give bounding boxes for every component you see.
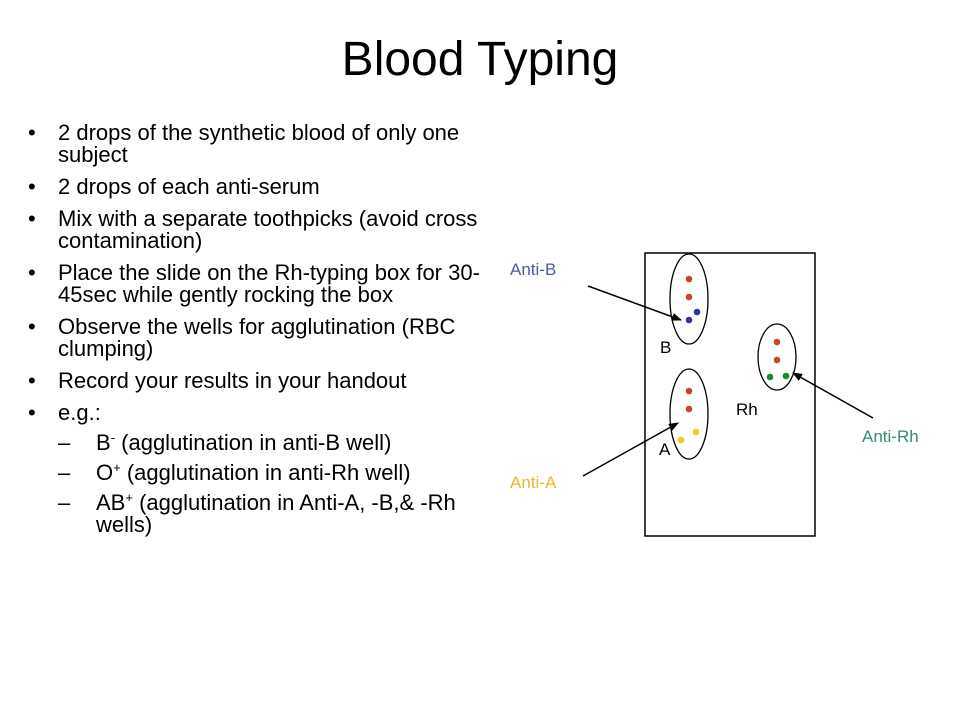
blood-drop-dot [685, 293, 693, 301]
blood-type: B [96, 430, 111, 455]
bullet-item: 2 drops of the synthetic blood of only o… [28, 122, 518, 166]
bullet-item: Observe the wells for agglutination (RBC… [28, 316, 518, 360]
bullet-item: Record your results in your handout [28, 370, 518, 393]
example-item: O+ (agglutination in anti-Rh well) [58, 460, 518, 485]
anti-b-label: Anti-B [510, 260, 556, 279]
example-note: (agglutination in anti-B well) [115, 430, 392, 455]
example-note: (agglutination in anti-Rh well) [120, 460, 411, 485]
example-note: (agglutination in Anti-A, -B,& -Rh wells… [96, 490, 456, 537]
anti-rh-label: Anti-Rh [862, 427, 919, 446]
example-item: B- (agglutination in anti-B well) [58, 430, 518, 455]
example-list: B- (agglutination in anti-B well) O+ (ag… [58, 430, 518, 537]
well-b-oval [669, 253, 709, 345]
examples-label: e.g.: [58, 400, 101, 425]
anti-b-drop-dot [685, 316, 693, 324]
rh-sign: - [110, 430, 116, 445]
blood-drop-dot [685, 405, 693, 413]
bullet-item-examples: e.g.: B- (agglutination in anti-B well) … [28, 402, 518, 536]
blood-drop-dot [773, 338, 781, 346]
anti-b-arrow [587, 285, 682, 321]
blood-type: AB [96, 490, 126, 515]
anti-rh-drop-dot [782, 372, 790, 380]
slide-title: Blood Typing [341, 33, 619, 86]
slide-rectangle [644, 252, 816, 537]
anti-a-label: Anti-A [510, 473, 557, 492]
anti-rh-arrow [792, 372, 874, 419]
anti-a-drop-dot [677, 436, 685, 444]
well-rh-oval [757, 323, 797, 391]
well-a-label: A [659, 440, 671, 459]
blood-drop-dot [773, 356, 781, 364]
anti-a-arrow [582, 422, 679, 477]
blood-type: O [96, 460, 114, 485]
example-item: AB+ (agglutination in Anti-A, -B,& -Rh w… [58, 490, 518, 537]
bullet-item: 2 drops of each anti-serum [28, 176, 518, 199]
well-a-oval [669, 368, 709, 460]
anti-rh-drop-dot [766, 373, 774, 381]
instruction-list: 2 drops of the synthetic blood of only o… [28, 122, 518, 546]
well-rh-label: Rh [736, 400, 758, 419]
rh-sign: + [113, 460, 121, 475]
anti-a-drop-dot [692, 428, 700, 436]
blood-drop-dot [685, 387, 693, 395]
bullet-item: Place the slide on the Rh-typing box for… [28, 262, 518, 306]
anti-b-drop-dot [693, 308, 701, 316]
rh-sign: + [125, 490, 133, 505]
blood-drop-dot [685, 275, 693, 283]
well-b-label: B [660, 338, 671, 357]
bullet-item: Mix with a separate toothpicks (avoid cr… [28, 208, 518, 252]
